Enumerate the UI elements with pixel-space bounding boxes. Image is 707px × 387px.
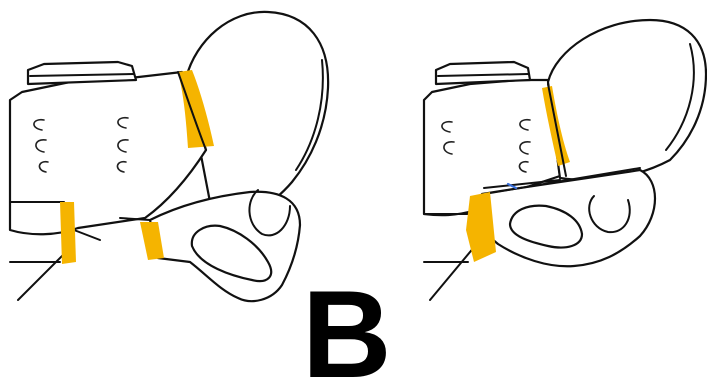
vertebra-right [436,62,530,84]
iliac-wing-right [548,20,706,180]
vertebra-left [28,62,136,84]
panel-label: B [302,266,392,387]
pelvis-right-view [424,20,706,300]
pelvis-left-view [10,12,328,301]
highlight-si-lower-left [60,202,76,264]
